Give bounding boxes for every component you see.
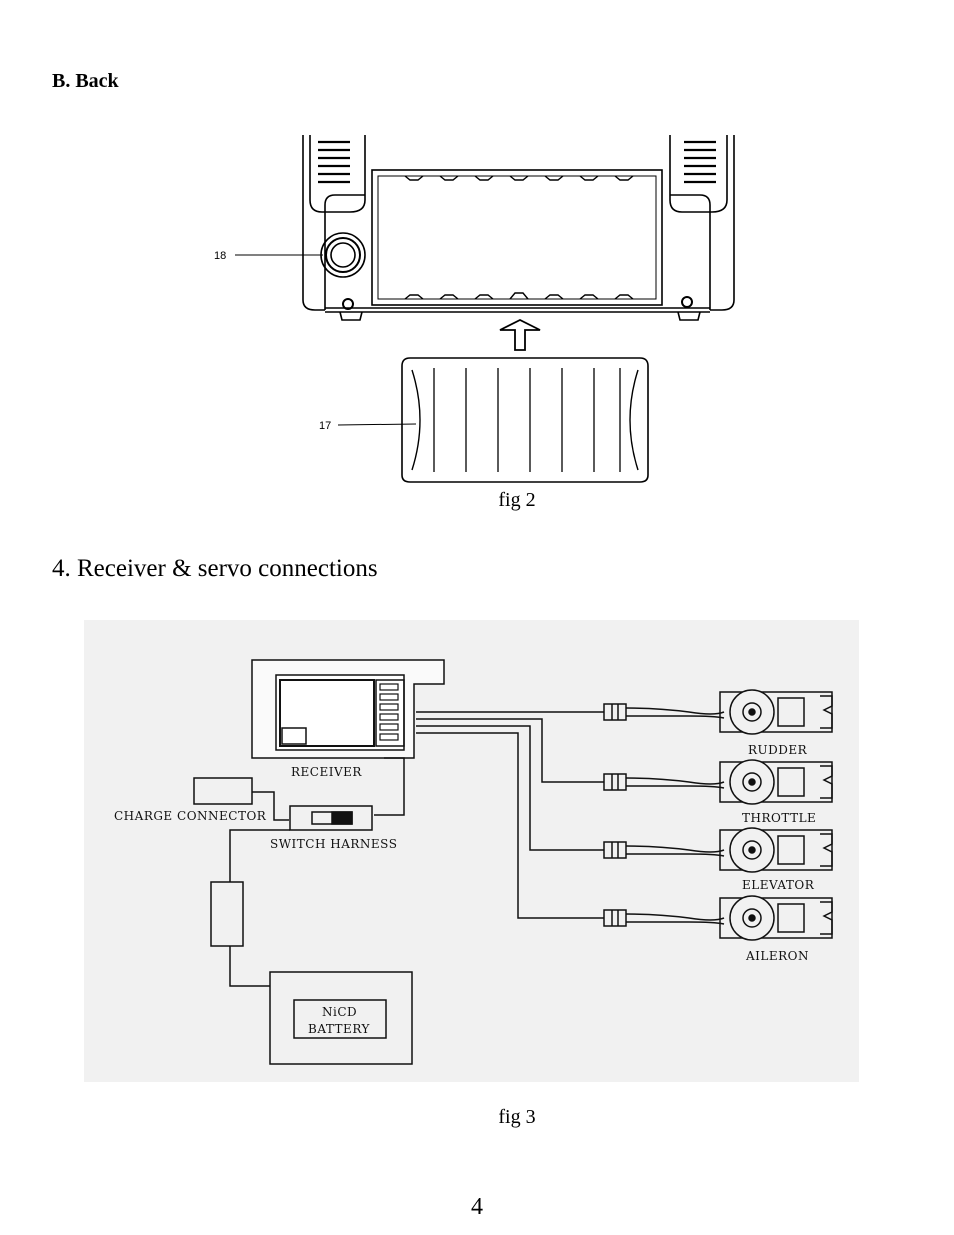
battery-cover: [401, 357, 649, 483]
callout-17: 17: [319, 420, 331, 432]
section-heading-back: B. Back: [52, 70, 119, 92]
label-battery-line2: BATTERY: [308, 1022, 370, 1036]
figure-wiring-diagram: RECEIVER CHARGE CONNECTOR SWITCH HARNESS…: [84, 620, 859, 1082]
section-heading-receiver-servo: 4. Receiver & servo connections: [52, 555, 378, 582]
charge-connector-box: [193, 777, 253, 805]
label-receiver: RECEIVER: [291, 765, 362, 779]
servo-elevator: [603, 827, 833, 873]
servo-rudder: [603, 689, 833, 735]
label-elevator: ELEVATOR: [742, 878, 815, 892]
label-charge-connector: CHARGE CONNECTOR: [114, 809, 267, 823]
receiver-unit: [275, 674, 405, 751]
callout-18: 18: [214, 250, 226, 262]
left-handle-outline: [302, 135, 325, 311]
label-throttle: THROTTLE: [742, 811, 816, 825]
figure-caption: fig 3: [498, 1106, 536, 1128]
label-aileron: AILERON: [745, 949, 809, 963]
label-rudder: RUDDER: [748, 743, 808, 757]
switch-harness-box: [289, 805, 373, 831]
page-number: 4: [471, 1194, 483, 1220]
insert-arrow-icon: [499, 318, 541, 351]
servo-aileron: [603, 895, 833, 941]
figure-caption: fig 2: [498, 489, 536, 511]
battery-compartment: [371, 169, 663, 306]
battery-plug: [210, 881, 244, 947]
battery-pack: [269, 971, 413, 1065]
label-battery-line1: NiCD: [322, 1005, 357, 1019]
trainer-socket-icon: [320, 232, 366, 278]
servo-throttle: [603, 759, 833, 805]
label-switch-harness: SWITCH HARNESS: [270, 837, 397, 851]
figure-transmitter-back: 18 17: [214, 135, 735, 483]
